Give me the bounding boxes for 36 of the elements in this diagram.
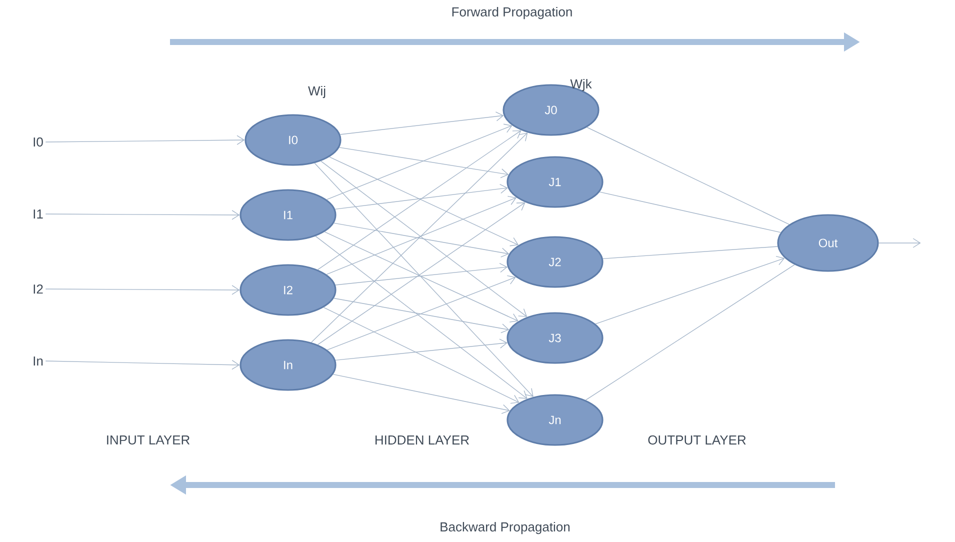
arrow	[310, 132, 528, 343]
propagation-label: Backward Propagation	[440, 522, 570, 534]
layer-label: OUTPUT LAYER	[648, 435, 746, 445]
arrow	[329, 156, 519, 246]
arrow	[334, 222, 510, 258]
arrow	[317, 202, 526, 345]
input-label: I1	[34, 210, 43, 218]
arrow	[338, 147, 509, 178]
arrow	[334, 184, 508, 210]
input-label: I2	[34, 284, 43, 294]
layer-label: INPUT LAYER	[107, 435, 190, 445]
arrow	[878, 238, 921, 248]
input-label: I0	[34, 137, 43, 147]
arrow	[45, 135, 245, 145]
arrow	[326, 275, 516, 350]
arrow	[315, 236, 528, 399]
arrow	[340, 112, 504, 135]
arrow	[326, 196, 516, 275]
arrow	[335, 262, 508, 286]
arrow	[335, 338, 508, 361]
arrow	[326, 124, 512, 200]
arrow	[323, 307, 520, 404]
arrow	[332, 374, 510, 414]
arrow	[595, 256, 785, 324]
arrow	[45, 285, 240, 295]
arrow	[45, 360, 240, 370]
layer-label: HIDDEN LAYER	[376, 436, 469, 444]
arrow	[317, 130, 522, 270]
weight-label: Wij	[308, 86, 326, 98]
input-label: In	[34, 356, 43, 366]
propagation-label: Forward Propagation	[452, 6, 572, 20]
arrow	[314, 162, 534, 397]
arrow	[45, 210, 240, 220]
arrow	[324, 232, 518, 322]
arrow	[333, 298, 510, 334]
arrow	[320, 160, 528, 317]
